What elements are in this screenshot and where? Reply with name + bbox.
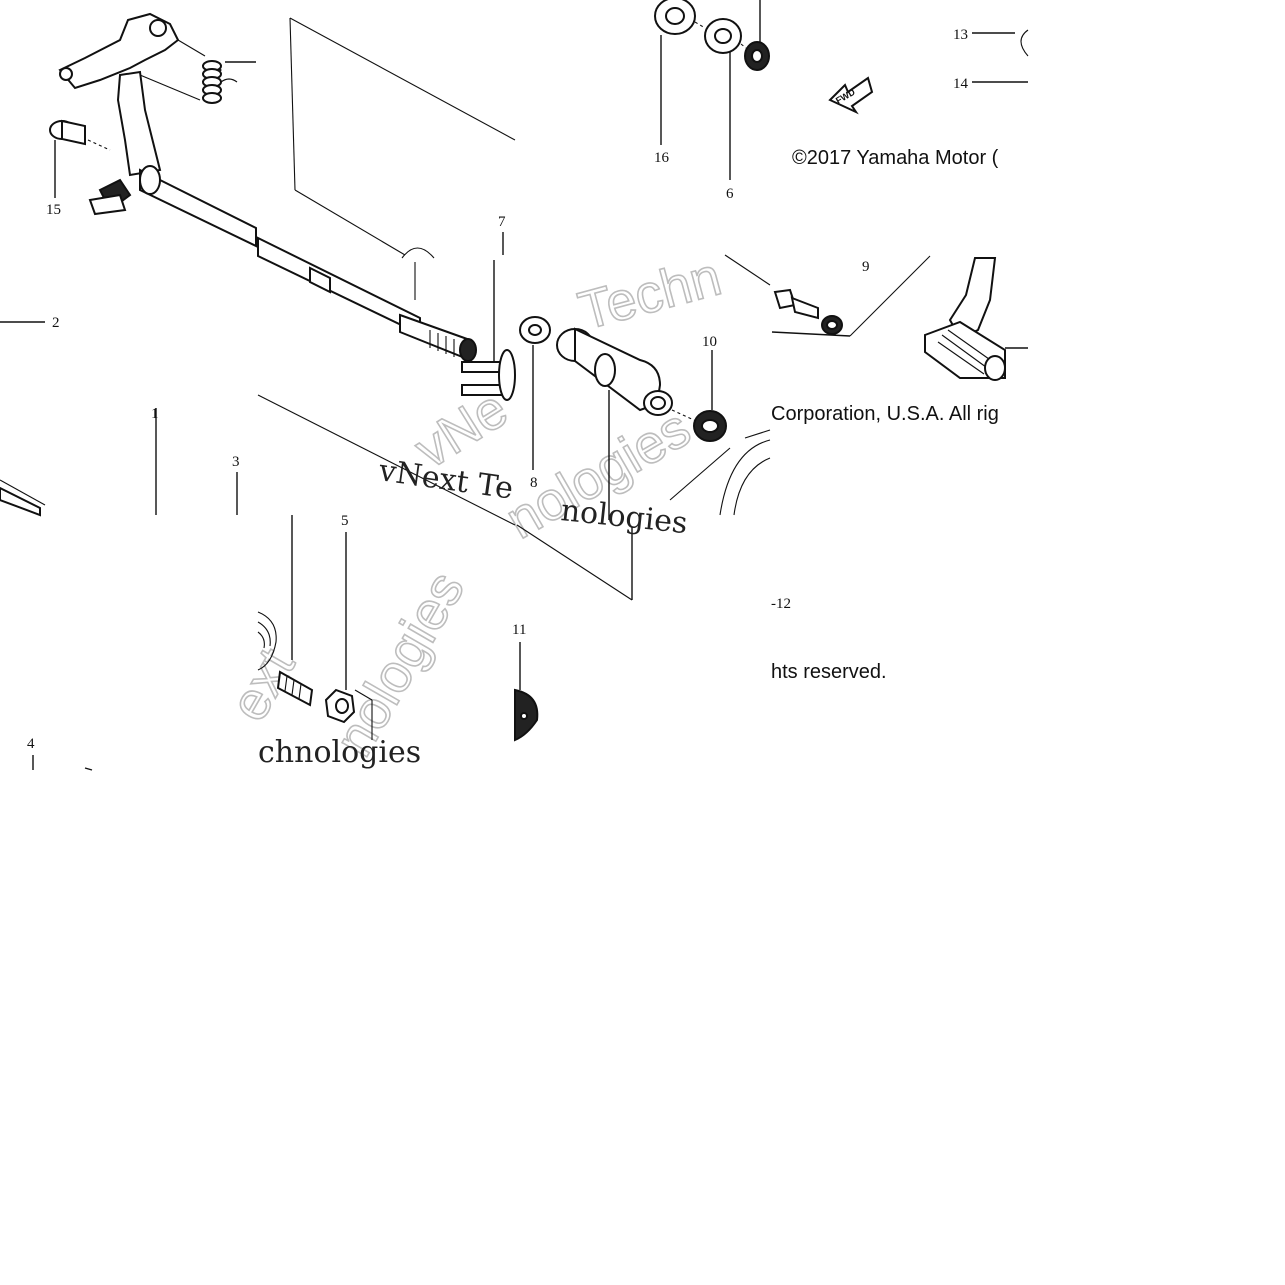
callout-15: 15 xyxy=(46,202,61,218)
panel-top-right: 16 6 FWD 13 14 ©2017 Yamaha Motor ( xyxy=(654,0,1029,202)
callout-10: 10 xyxy=(702,334,717,350)
watermark-text-1: Techn xyxy=(573,246,728,341)
callout-1: 1 xyxy=(151,406,159,422)
fwd-arrow-icon xyxy=(828,76,874,115)
watermark-text-dark-2: nologies xyxy=(559,493,689,541)
callout-13: 13 xyxy=(953,27,968,43)
panel-top-left: 15 2 1 3 xyxy=(0,12,257,517)
callout-12: -12 xyxy=(771,596,791,612)
callout-16: 16 xyxy=(654,150,670,166)
panel-right-middle: 9 Corporation, U.S.A. All rig xyxy=(771,255,1028,425)
callout-7: 7 xyxy=(498,214,506,230)
callout-8: 8 xyxy=(530,475,538,491)
callout-11: 11 xyxy=(512,622,526,638)
callout-5: 5 xyxy=(341,513,349,529)
callout-14: 14 xyxy=(953,76,969,92)
callout-9: 9 xyxy=(862,259,870,275)
copyright-line-1: ©2017 Yamaha Motor ( xyxy=(792,147,999,169)
copyright-line-3: hts reserved. xyxy=(771,661,887,683)
copyright-line-2: Corporation, U.S.A. All rig xyxy=(771,403,999,425)
callout-3: 3 xyxy=(232,454,240,470)
callout-4: 4 xyxy=(27,736,35,752)
panel-bottom-left: 5 chnologies 4 xyxy=(27,513,421,771)
callout-6: 6 xyxy=(726,186,734,202)
watermark-text-dark-3: chnologies xyxy=(258,735,421,770)
panel-center-shaft: 7 vNext Te xyxy=(257,17,516,526)
panel-bottom-center: -12 hts reserved. 11 xyxy=(512,596,887,742)
callout-2: 2 xyxy=(52,315,60,331)
